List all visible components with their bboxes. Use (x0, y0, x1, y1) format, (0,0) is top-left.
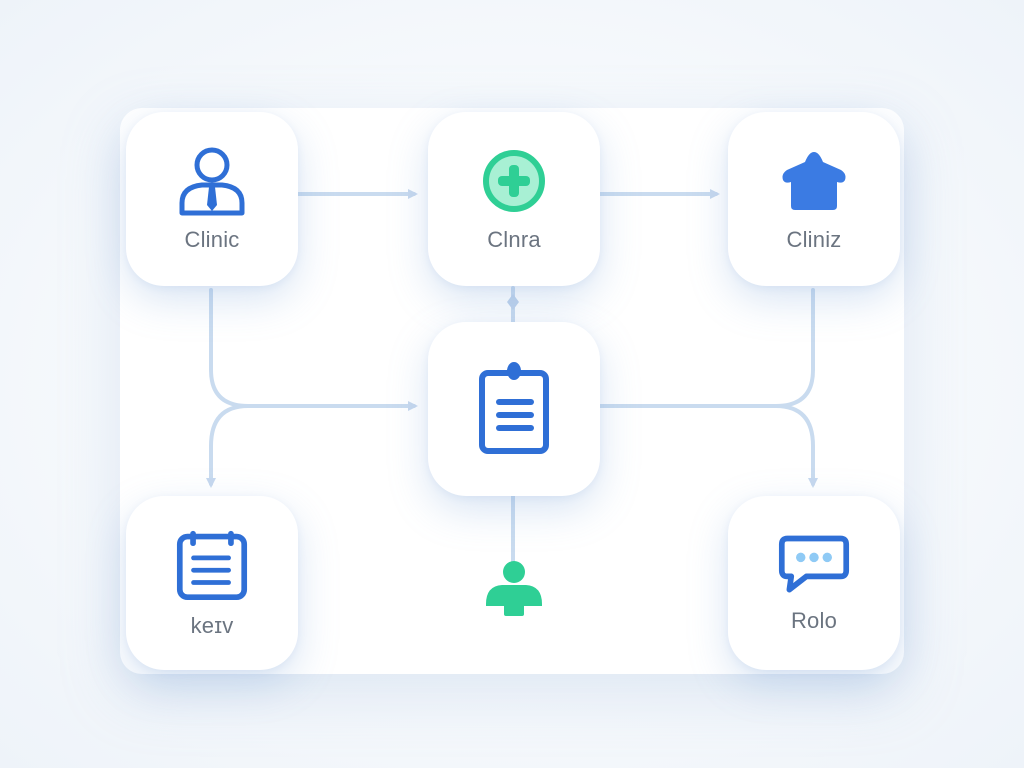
node-label: Clnra (487, 227, 541, 252)
node-clnra[interactable]: Clnra (428, 112, 600, 286)
clipboard-icon (474, 361, 554, 457)
person-icon[interactable] (482, 558, 546, 622)
node-label: Cliniz (786, 227, 842, 252)
notepad-icon (176, 527, 248, 603)
node-label: Clinic (184, 227, 240, 252)
node-label: Rolo (790, 608, 838, 633)
node-label: keɪv (190, 613, 234, 638)
person-with-tie-icon (176, 145, 248, 217)
node-clipboard[interactable] (428, 322, 600, 496)
node-clinic[interactable]: Clinic (126, 112, 298, 286)
plus-circle-icon (478, 145, 550, 217)
chat-bubble-icon (778, 532, 850, 598)
node-rolo[interactable]: Rolo (728, 496, 900, 670)
node-keiv[interactable]: keɪv (126, 496, 298, 670)
house-icon (778, 145, 850, 217)
node-cliniz[interactable]: Cliniz (728, 112, 900, 286)
